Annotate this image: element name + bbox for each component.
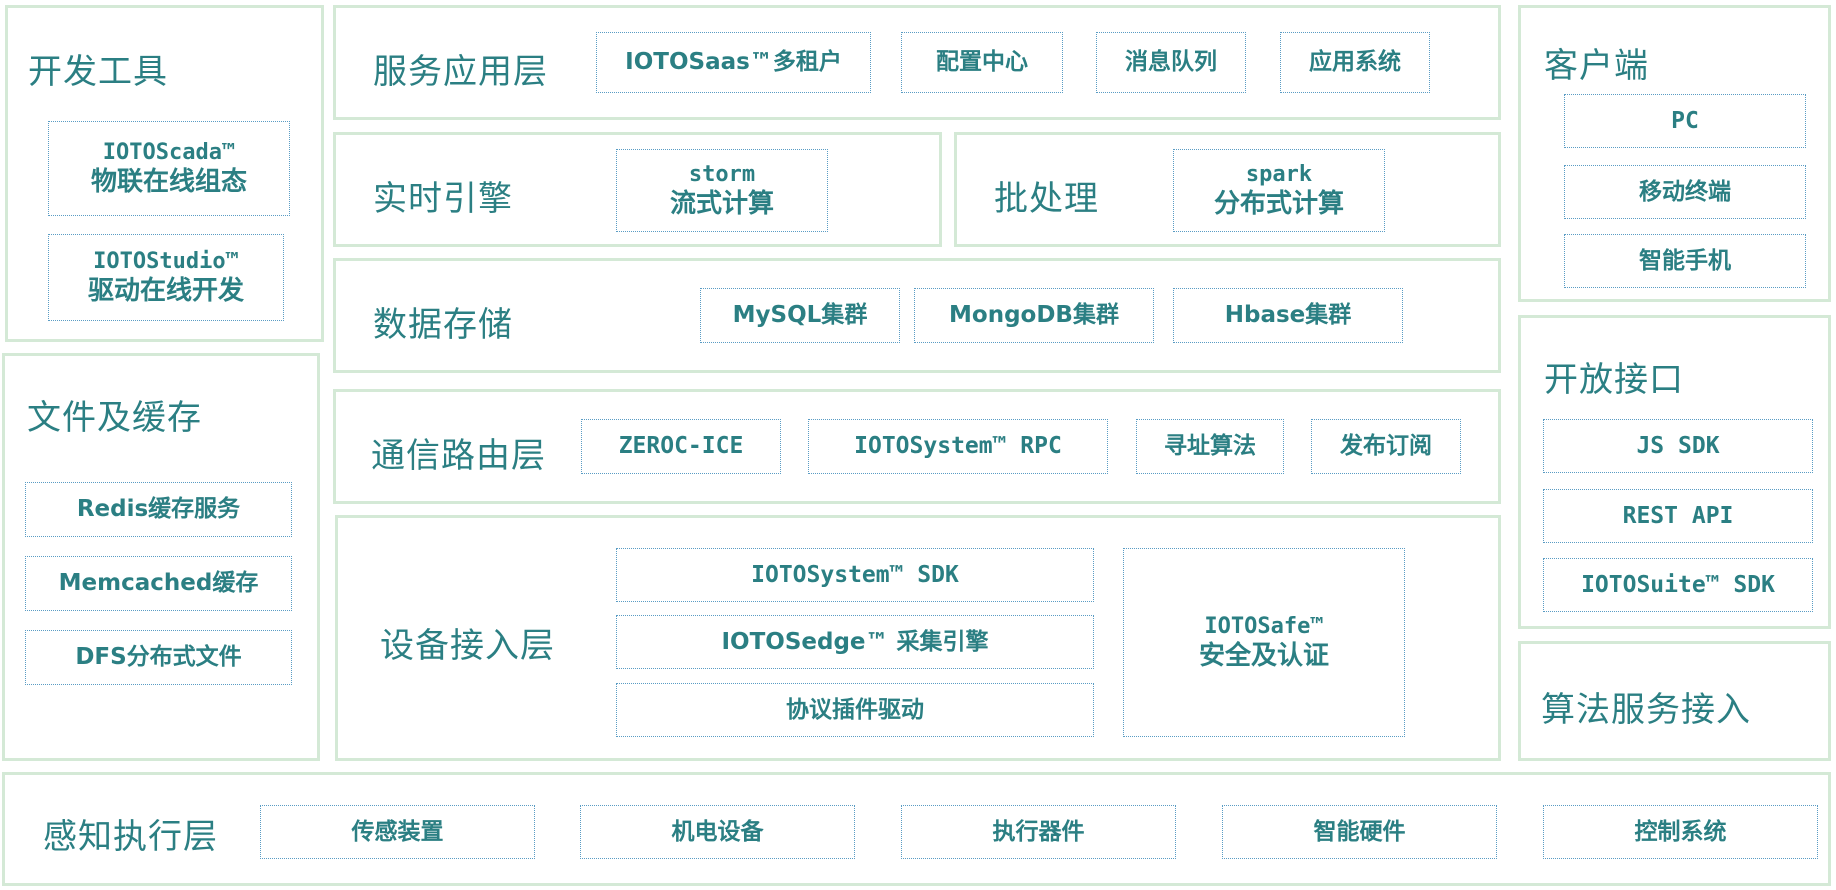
iotostudio-name: IOTOStudio™	[93, 248, 239, 274]
hbase-box: Hbase集群	[1173, 288, 1403, 343]
perception-panel: 感知执行层 传感装置 机电设备 执行器件 智能硬件 控制系统	[2, 772, 1831, 886]
iotosaas-box: IOTOSaas™多租户	[596, 32, 871, 93]
spark-box: spark 分布式计算	[1173, 149, 1385, 232]
rest-api-box: REST API	[1543, 489, 1813, 543]
iotosafe-box: IOTOSafe™ 安全及认证	[1123, 548, 1405, 737]
message-queue-box: 消息队列	[1096, 32, 1246, 93]
control-system-box: 控制系统	[1543, 805, 1818, 859]
iotosuite-sdk-box: IOTOSuite™ SDK	[1543, 558, 1813, 612]
spark-name: spark	[1245, 161, 1313, 187]
iotosystem-sdk-box: IOTOSystem™ SDK	[616, 548, 1094, 602]
file-cache-title: 文件及缓存	[27, 398, 202, 438]
electromechanical-box: 机电设备	[580, 805, 855, 859]
app-system-box: 应用系统	[1280, 32, 1430, 93]
open-api-title: 开放接口	[1544, 360, 1684, 400]
service-layer-title: 服务应用层	[373, 52, 548, 92]
smartphone-box: 智能手机	[1564, 234, 1806, 288]
iotosedge-box: IOTOSedge™ 采集引擎	[616, 615, 1094, 669]
open-api-panel: 开放接口 JS SDK REST API IOTOSuite™ SDK	[1518, 315, 1831, 629]
smart-hardware-box: 智能硬件	[1222, 805, 1497, 859]
client-title: 客户端	[1544, 46, 1649, 86]
device-access-panel: 设备接入层 IOTOSystem™ SDK IOTOSedge™ 采集引擎 协议…	[335, 515, 1501, 761]
algo-title: 算法服务接入	[1541, 690, 1751, 730]
iotosafe-desc: 安全及认证	[1198, 641, 1329, 671]
perception-title: 感知执行层	[43, 817, 218, 857]
iotosystem-rpc-box: IOTOSystem™ RPC	[808, 419, 1108, 474]
storm-name: storm	[688, 161, 756, 187]
dev-tools-panel: 开发工具 IOTOScada™ 物联在线组态 IOTOStudio™ 驱动在线开…	[5, 5, 324, 342]
realtime-title: 实时引擎	[373, 179, 513, 219]
pc-box: PC	[1564, 94, 1806, 148]
sensor-box: 传感装置	[260, 805, 535, 859]
batch-title: 批处理	[994, 179, 1099, 219]
device-access-title: 设备接入层	[380, 626, 555, 666]
mongodb-box: MongoDB集群	[914, 288, 1154, 343]
iotoscada-desc: 物联在线组态	[90, 167, 247, 197]
storm-desc: 流式计算	[669, 189, 774, 219]
protocol-driver-box: 协议插件驱动	[616, 683, 1094, 737]
service-layer-panel: 服务应用层 IOTOSaas™多租户 配置中心 消息队列 应用系统	[333, 5, 1501, 120]
client-panel: 客户端 PC 移动终端 智能手机	[1518, 5, 1831, 302]
actuator-box: 执行器件	[901, 805, 1176, 859]
file-cache-panel: 文件及缓存 Redis缓存服务 Memcached缓存 DFS分布式文件	[2, 353, 320, 761]
storage-panel: 数据存储 MySQL集群 MongoDB集群 Hbase集群	[333, 258, 1501, 373]
algo-panel: 算法服务接入	[1518, 641, 1831, 761]
iotostudio-desc: 驱动在线开发	[87, 276, 244, 306]
mysql-box: MySQL集群	[700, 288, 900, 343]
spark-desc: 分布式计算	[1213, 189, 1344, 219]
iotoscada-name: IOTOScada™	[102, 139, 236, 165]
addressing-box: 寻址算法	[1136, 419, 1284, 474]
batch-panel: 批处理 spark 分布式计算	[954, 132, 1501, 247]
zeroc-ice-box: ZEROC-ICE	[581, 419, 781, 474]
storage-title: 数据存储	[373, 305, 513, 345]
iotosafe-name: IOTOSafe™	[1204, 613, 1324, 639]
storm-box: storm 流式计算	[616, 149, 828, 232]
realtime-panel: 实时引擎 storm 流式计算	[333, 132, 942, 247]
redis-box: Redis缓存服务	[25, 482, 292, 537]
iotostudio-box: IOTOStudio™ 驱动在线开发	[48, 234, 284, 321]
dfs-box: DFS分布式文件	[25, 630, 292, 685]
config-center-box: 配置中心	[901, 32, 1063, 93]
pubsub-box: 发布订阅	[1311, 419, 1461, 474]
mobile-terminal-box: 移动终端	[1564, 165, 1806, 219]
routing-panel: 通信路由层 ZEROC-ICE IOTOSystem™ RPC 寻址算法 发布订…	[333, 389, 1501, 504]
dev-tools-title: 开发工具	[28, 52, 168, 92]
memcached-box: Memcached缓存	[25, 556, 292, 611]
routing-title: 通信路由层	[371, 436, 546, 476]
iotoscada-box: IOTOScada™ 物联在线组态	[48, 121, 290, 216]
js-sdk-box: JS SDK	[1543, 419, 1813, 473]
